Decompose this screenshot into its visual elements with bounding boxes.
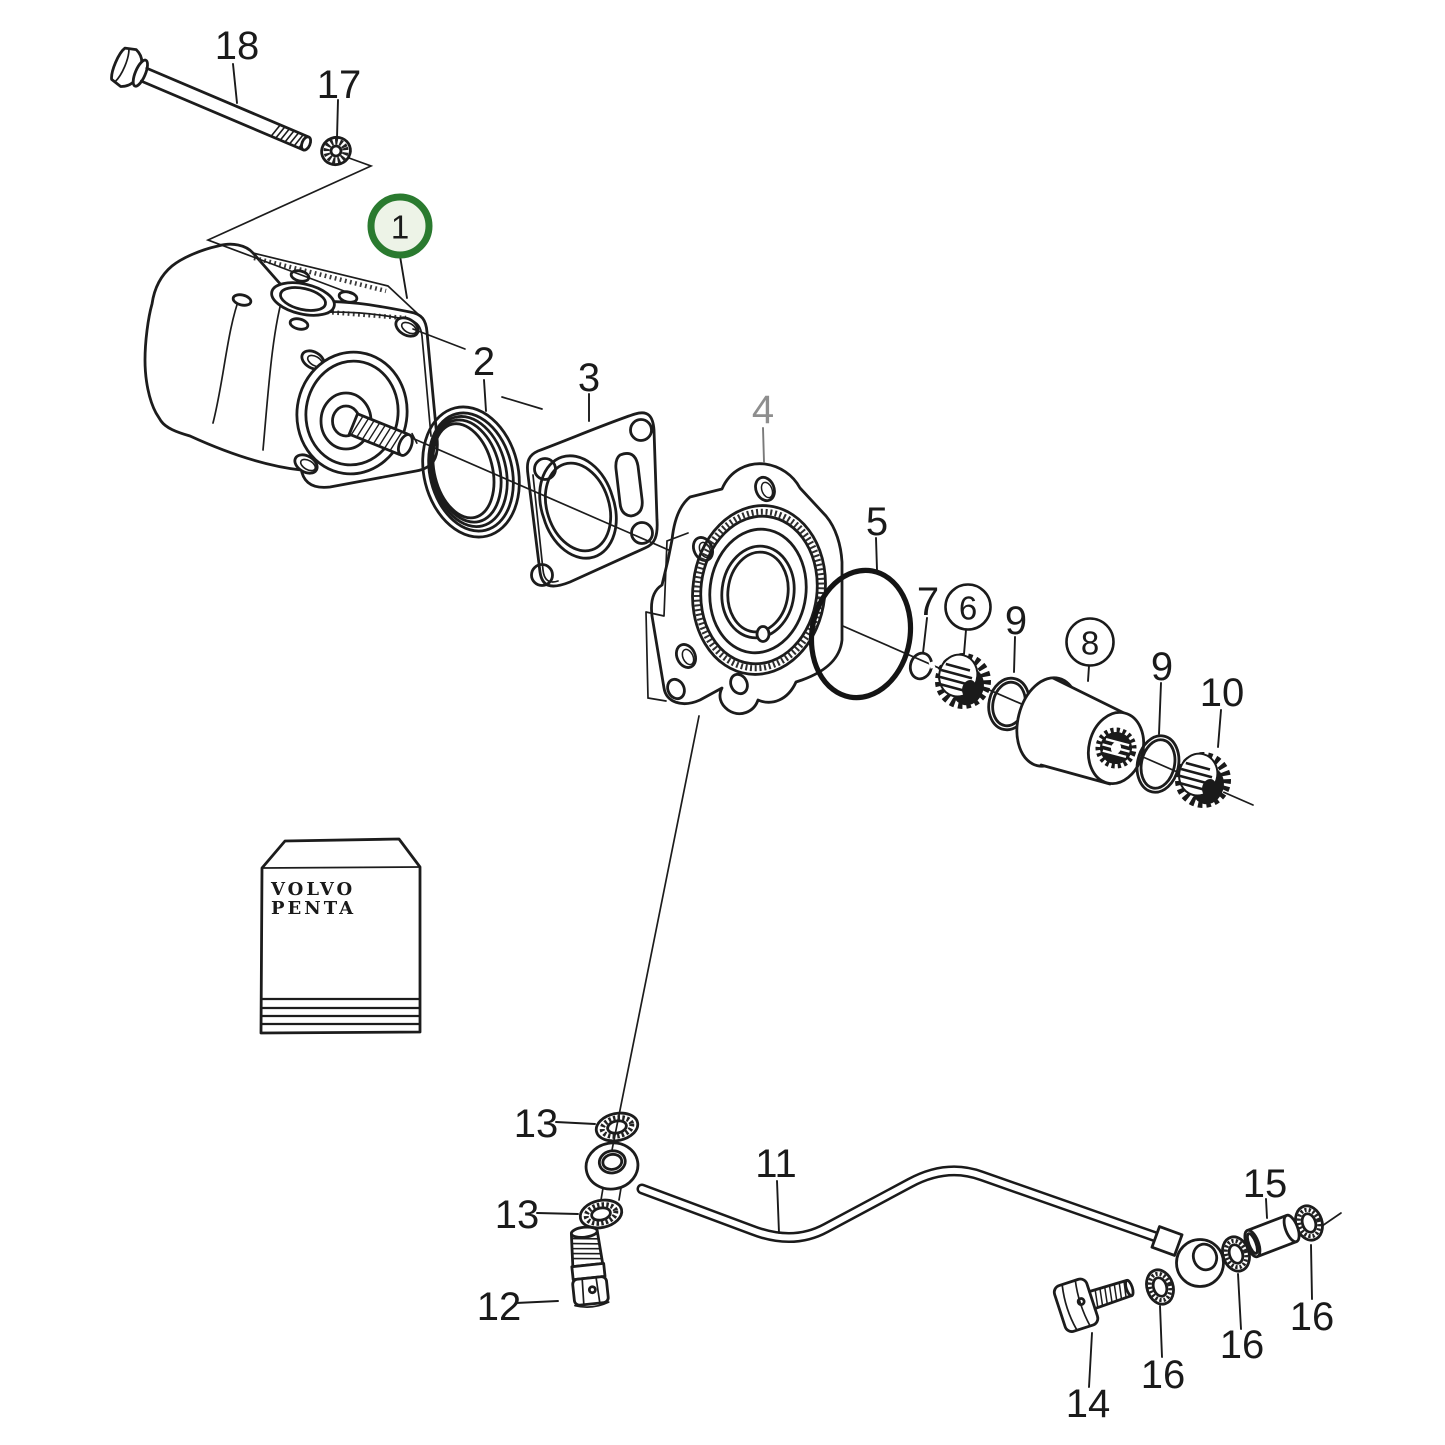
callout-leaders xyxy=(232,63,1313,1388)
part-washer-16c xyxy=(1294,1204,1324,1242)
callout-circle-part6 xyxy=(944,583,992,631)
part-sealing-ring xyxy=(421,405,521,539)
part-pump-body xyxy=(143,242,439,489)
part-gasket xyxy=(526,411,659,588)
callout-5: 5 xyxy=(866,500,888,544)
brand-volvo-text: VOLVO xyxy=(270,879,355,900)
callout-18: 18 xyxy=(215,24,260,68)
part-bolt-14 xyxy=(1052,1277,1135,1333)
part-spline-gear-front xyxy=(935,653,991,709)
callout-8: 8 xyxy=(1081,625,1099,662)
part-o-ring xyxy=(808,567,914,701)
part-kit-package: VOLVO PENTA xyxy=(259,837,422,1035)
callout-4: 4 xyxy=(752,388,774,432)
callout-16a: 16 xyxy=(1141,1353,1186,1397)
callout-14: 14 xyxy=(1066,1382,1111,1426)
part-oil-pipe xyxy=(584,1141,1225,1288)
callout-16b: 16 xyxy=(1220,1323,1265,1367)
part-flange-adapter xyxy=(645,462,844,715)
callout-13a: 13 xyxy=(514,1102,559,1146)
highlight-circle-part1 xyxy=(367,193,433,259)
part-ring-rear xyxy=(1135,734,1181,794)
brand-penta-text: PENTA xyxy=(271,898,356,919)
callout-9-rear: 9 xyxy=(1151,645,1173,689)
part-washer-16a xyxy=(1145,1268,1175,1306)
callout-circle-part8 xyxy=(1065,617,1115,667)
part-small-ring xyxy=(908,651,936,681)
callout-2: 2 xyxy=(473,340,495,384)
callout-6: 6 xyxy=(959,590,977,627)
callout-numbers: 18 17 1 2 3 4 5 6 7 8 9 9 10 11 12 13 13… xyxy=(215,24,1335,1426)
callout-13b: 13 xyxy=(495,1193,540,1237)
callout-7: 7 xyxy=(917,580,939,624)
pump-spline-shaft xyxy=(347,412,418,457)
part-banjo-screw xyxy=(569,1225,610,1308)
part-washer-13a xyxy=(594,1111,640,1143)
part-spacer-sleeve xyxy=(1243,1213,1301,1259)
part-lock-washer xyxy=(320,135,352,167)
callout-3: 3 xyxy=(578,356,600,400)
callout-17: 17 xyxy=(317,63,362,107)
callout-12: 12 xyxy=(477,1285,522,1329)
part-coupling-sleeve xyxy=(1015,676,1146,786)
callout-15: 15 xyxy=(1243,1162,1288,1206)
callout-10: 10 xyxy=(1200,671,1245,715)
part-bolt xyxy=(110,46,313,152)
callout-11: 11 xyxy=(755,1142,797,1186)
part-spline-gear-rear xyxy=(1175,752,1231,808)
callout-1: 1 xyxy=(391,209,409,246)
callout-9-front: 9 xyxy=(1005,599,1027,643)
callout-16c: 16 xyxy=(1290,1295,1335,1339)
